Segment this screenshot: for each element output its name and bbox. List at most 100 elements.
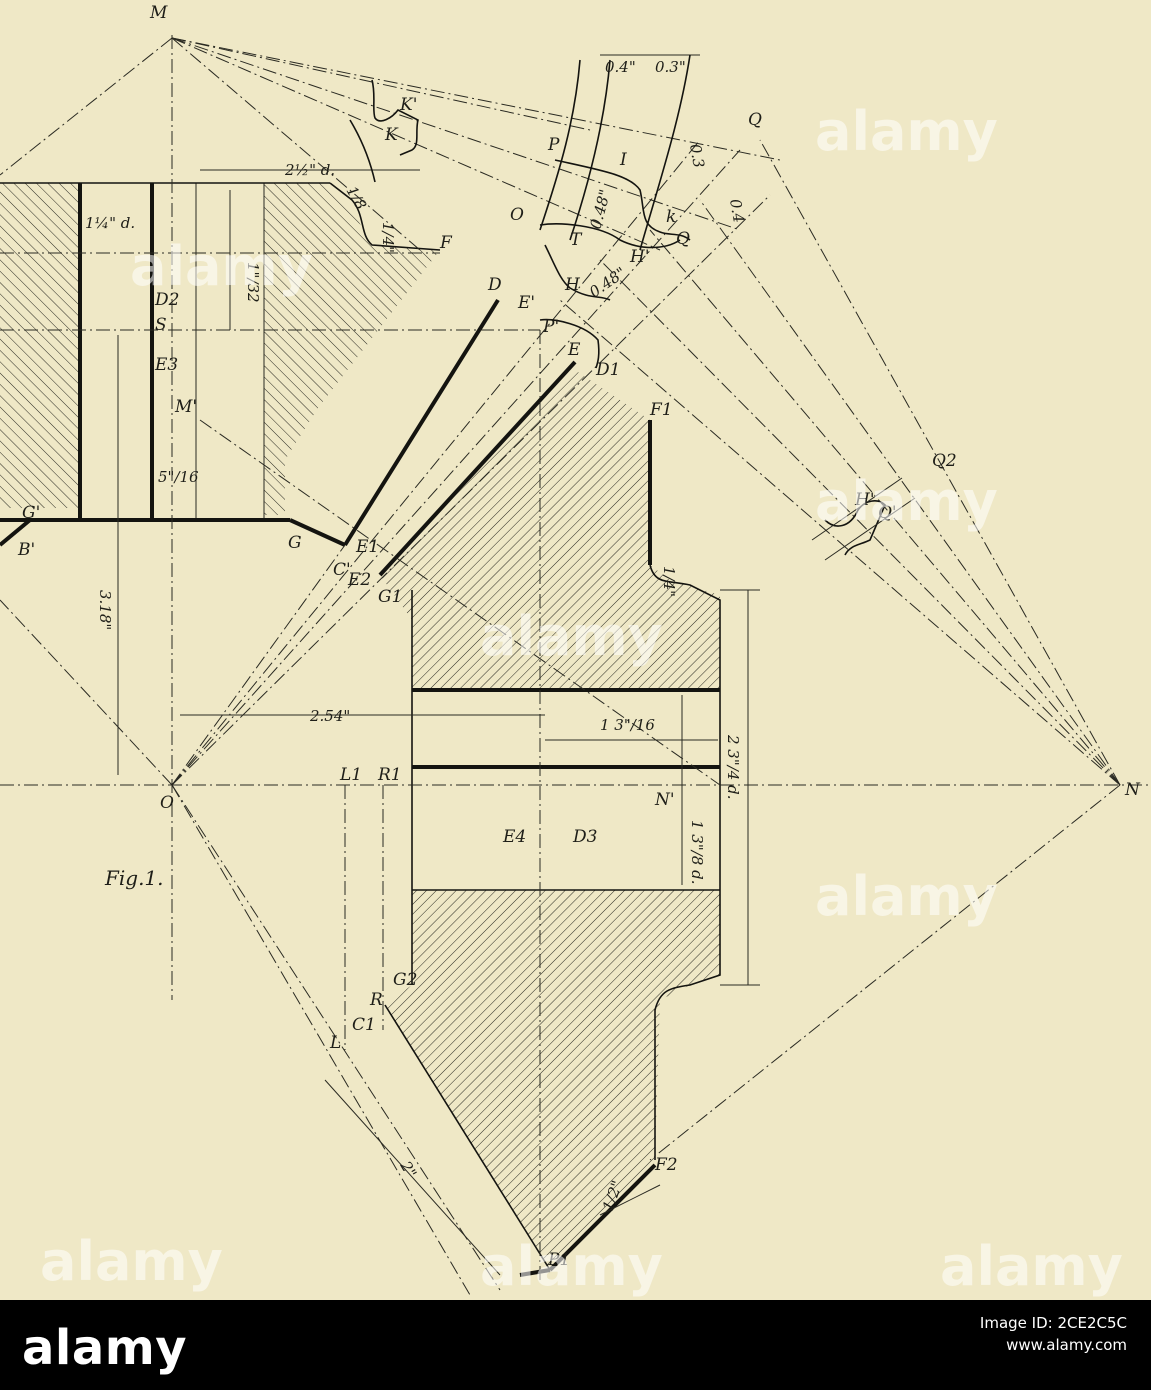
label-R: R xyxy=(369,990,383,1010)
cone-line-4 xyxy=(171,37,781,161)
dim-text-1-3-16: 1 3"/16 xyxy=(600,716,655,734)
label-F2: F2 xyxy=(654,1155,678,1175)
point-labels: M M' K' K P I Q O T k Q H H' D E' P' E D… xyxy=(17,3,1141,1270)
watermark-8: alamy xyxy=(940,1235,1123,1298)
cone-line-1 xyxy=(0,37,173,176)
pitch-line-3 xyxy=(171,194,771,786)
label-L: L xyxy=(329,1033,341,1053)
tooth-arc-K xyxy=(349,119,376,183)
upper-left-chamfer xyxy=(0,518,32,547)
watermark-5: alamy xyxy=(130,235,313,298)
lower-gear-hatch-top xyxy=(380,370,720,690)
watermark-4: alamy xyxy=(815,865,998,928)
figure-caption: Fig.1. xyxy=(104,866,164,890)
label-O: O xyxy=(160,793,174,813)
label-K-prime: K' xyxy=(399,95,417,115)
label-D3: D3 xyxy=(572,827,597,847)
n-line-2 xyxy=(699,199,1121,786)
cone-line-6 xyxy=(171,37,591,131)
watermark-1: alamy xyxy=(815,100,998,163)
dim-text-0-4-top: 0.4" xyxy=(605,58,636,76)
lower-front-cone xyxy=(384,1004,551,1271)
dim-text-0-48-b: 0.48" xyxy=(586,263,629,301)
label-H-prime: H' xyxy=(629,247,650,267)
label-G2: G2 xyxy=(393,970,417,990)
label-H-prime-right: H' xyxy=(854,490,875,510)
dim-text-2-3-4-d: 2 3"/4 d. xyxy=(724,734,742,800)
dim-text-2-54: 2.54" xyxy=(309,707,350,725)
tooth-profile-I xyxy=(554,159,691,241)
lower-gear-section xyxy=(378,360,721,1277)
n-line-5 xyxy=(559,299,1121,786)
label-Q: Q xyxy=(748,110,762,130)
label-E: E xyxy=(567,340,581,360)
label-M: M xyxy=(149,3,168,23)
label-N-prime: N' xyxy=(654,790,675,810)
label-F: F xyxy=(439,233,453,253)
tooth-arcs-top xyxy=(539,54,691,251)
label-H: H xyxy=(564,275,581,295)
upper-top-fillet xyxy=(329,182,441,251)
dim-text-1-32: 1"/32 xyxy=(244,262,262,303)
label-B-prime: B' xyxy=(17,540,35,560)
dim-text-5-16: 5"/16 xyxy=(158,468,199,486)
label-G-prime: G' xyxy=(22,503,40,523)
label-L1: L1 xyxy=(339,765,362,785)
upper-tooth-face xyxy=(343,298,500,547)
label-T: T xyxy=(570,230,583,250)
label-C1: C1 xyxy=(352,1015,376,1035)
label-P1: P1 xyxy=(547,1250,570,1270)
label-k: k xyxy=(666,207,676,227)
construction-lines xyxy=(0,35,1151,1296)
upper-chamfer xyxy=(289,518,346,547)
tooth-profile-Q-prime xyxy=(824,500,886,556)
label-E3: E3 xyxy=(154,355,178,375)
site-link[interactable]: www.alamy.com xyxy=(1006,1336,1127,1354)
lower-back-cone xyxy=(548,1163,657,1272)
dimension-lines xyxy=(117,190,760,1276)
dim-2-line xyxy=(324,1079,501,1276)
label-Q2: Q2 xyxy=(932,451,957,471)
label-Q-prime: Q' xyxy=(878,503,897,523)
label-E1: E1 xyxy=(355,537,379,557)
image-id-block: Image ID: 2CE2C5C www.alamy.com xyxy=(980,1312,1127,1356)
n-line-3 xyxy=(649,229,1121,786)
label-K: K xyxy=(384,125,399,145)
label-Q-upper-right: Q xyxy=(676,229,690,249)
dim-text-1-3-8-d: 1 3"/8 d. xyxy=(688,820,706,885)
dim-text-2-1-2-d: 2½" d. xyxy=(284,161,335,179)
watermark-6: alamy xyxy=(480,1235,663,1298)
label-D: D xyxy=(487,275,502,295)
lower-gear-hatch-bottom xyxy=(385,890,720,1270)
m-prime-line xyxy=(199,419,721,786)
tooth-profile-E xyxy=(539,318,600,369)
dim-text-0-4-diag: 0.4 xyxy=(726,198,748,225)
label-F1: F1 xyxy=(649,400,673,420)
pitch-line-left xyxy=(0,599,173,786)
label-R1: R1 xyxy=(377,765,402,785)
q-prime-line-2 xyxy=(824,497,916,561)
label-N: N xyxy=(1124,780,1141,800)
cone-line-2 xyxy=(171,37,421,251)
cone-line-3 xyxy=(171,37,741,231)
lower-tooth-face xyxy=(378,360,577,577)
upper-gear-section xyxy=(0,182,500,547)
upper-gear-hatch-right xyxy=(264,183,440,515)
dim-text-0-3-diag: 0.3 xyxy=(686,143,708,170)
pitch-line-2 xyxy=(171,139,701,786)
label-G: G xyxy=(288,533,302,553)
o-to-C xyxy=(171,544,346,786)
watermarks: alamy alamy alamy alamy alamy alamy alam… xyxy=(40,100,1123,1298)
n-line-lower xyxy=(649,784,1121,1161)
lower-outer-profile xyxy=(649,564,721,1160)
alamy-logo[interactable]: alamy xyxy=(22,1320,188,1376)
dim-text-1-4-right: 1/4" xyxy=(660,566,678,597)
pitch-line-lower-2 xyxy=(171,784,471,1296)
tooth-profile-K xyxy=(371,79,419,156)
label-D2: D2 xyxy=(154,290,179,310)
pitch-line-lower xyxy=(171,784,501,1291)
dim-text-0-48-a: 0.48" xyxy=(586,187,614,231)
bevel-gear-drawing: M M' K' K P I Q O T k Q H H' D E' P' E D… xyxy=(0,3,1151,1298)
label-M-prime: M' xyxy=(174,397,197,417)
watermark-3: alamy xyxy=(480,605,663,668)
